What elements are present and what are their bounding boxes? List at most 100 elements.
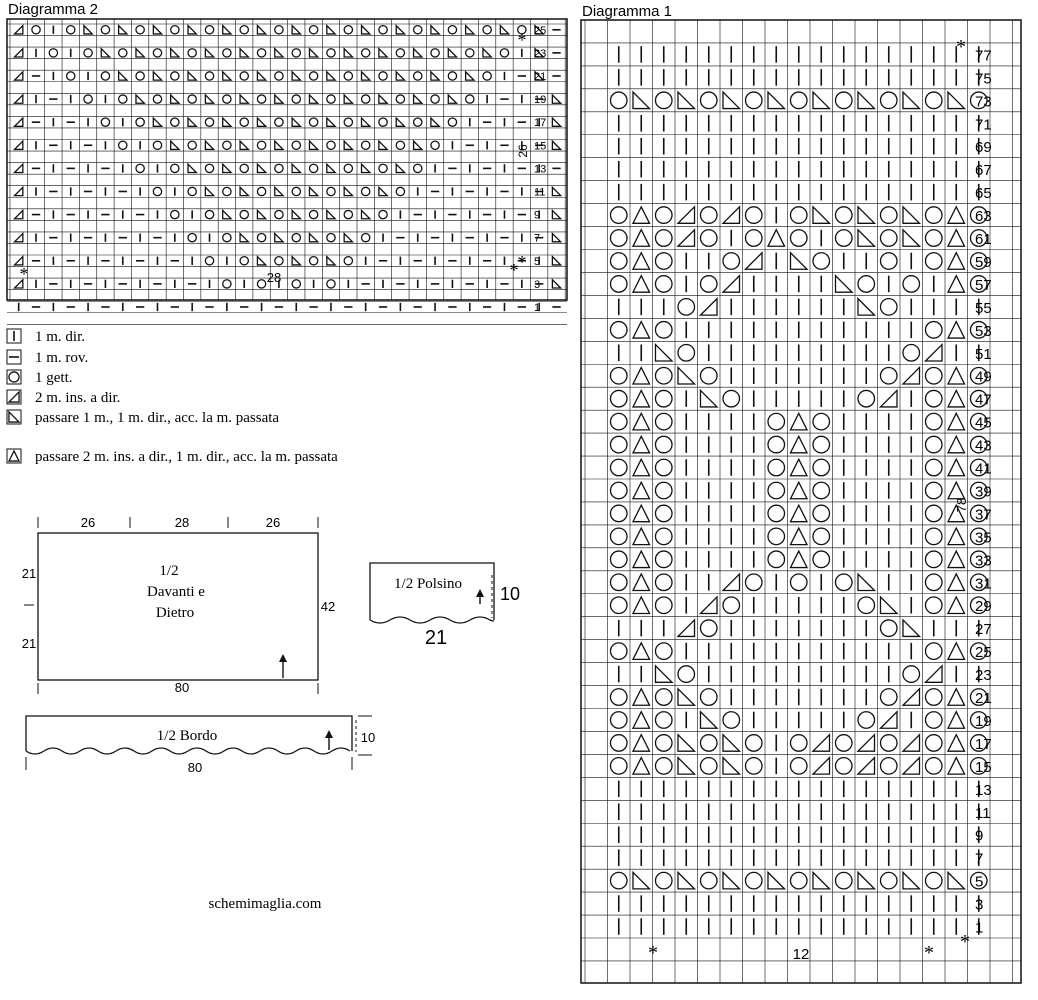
yarn-over-icon	[744, 206, 763, 224]
yarn-over-icon	[677, 665, 696, 683]
diagram-1-row-numbers: 7775737169676563615957555351494745434139…	[975, 47, 992, 936]
skp-icon	[722, 756, 742, 775]
sk2p-icon	[946, 733, 966, 752]
yarn-over-icon	[135, 71, 145, 81]
skp-icon	[857, 90, 877, 110]
skp-icon	[812, 90, 832, 110]
yarn-over-icon	[609, 389, 628, 408]
k2tog-icon	[12, 70, 24, 81]
yarn-over-icon	[879, 252, 898, 270]
yarn-over-icon	[924, 550, 943, 569]
sk2p-icon	[631, 388, 651, 408]
yarn-over-icon	[969, 527, 988, 546]
yarn-over-icon	[609, 229, 628, 247]
yarn-over-icon	[789, 206, 808, 224]
row-number: 77	[975, 47, 992, 64]
yarn-over-icon	[969, 389, 988, 408]
skp-icon	[360, 162, 372, 174]
skp-icon	[378, 47, 389, 58]
yarn-over-icon	[857, 389, 876, 408]
yarn-over-icon	[378, 163, 388, 174]
dim-label: 42	[321, 599, 335, 614]
k2tog-icon	[12, 278, 24, 289]
skp-icon	[256, 255, 268, 266]
skp-icon	[291, 24, 303, 35]
skp-icon	[551, 116, 563, 127]
skp-icon	[464, 70, 476, 81]
diagram-1-title: Diagramma 1	[582, 3, 672, 20]
skp-icon	[464, 24, 476, 35]
row-number: 41	[975, 461, 992, 478]
yarn-over-icon	[924, 206, 943, 224]
dim-label: 28	[175, 515, 189, 530]
yarn-over-icon	[767, 481, 786, 500]
row-number: 13	[534, 163, 546, 175]
skp-icon	[430, 24, 441, 35]
yarn-over-icon	[699, 688, 718, 706]
row-number: 3	[975, 897, 983, 914]
row-number: 9	[975, 828, 983, 845]
skp-icon	[170, 47, 181, 58]
star-marker-icon: *	[20, 264, 29, 284]
skp-icon	[326, 116, 337, 127]
k2tog-icon	[721, 572, 741, 592]
skp-icon	[378, 93, 389, 104]
sk2p-icon	[946, 274, 966, 293]
yarn-over-icon	[395, 186, 406, 197]
skp-icon	[812, 870, 832, 890]
yarn-over-icon	[100, 71, 111, 81]
dim-label: 80	[175, 680, 189, 695]
yarn-over-icon	[135, 163, 145, 174]
skp-icon	[100, 47, 112, 58]
yarn-over-icon	[654, 206, 673, 224]
yarn-over-icon	[654, 275, 673, 293]
skp-icon	[343, 231, 355, 243]
sk2p-icon	[631, 411, 651, 431]
yarn-over-icon	[969, 412, 988, 431]
row-number: 25	[534, 25, 546, 37]
yarn-over-icon	[326, 140, 336, 151]
k2tog-icon	[811, 756, 831, 775]
yarn-over-icon	[924, 435, 943, 454]
border-width: 80	[188, 760, 202, 775]
border-label: 1/2 Bordo	[157, 728, 217, 744]
yarn-over-icon	[117, 140, 128, 151]
skp-icon	[722, 90, 742, 110]
yarn-over-icon	[744, 871, 763, 890]
skp-icon	[430, 116, 441, 127]
yarn-over-icon	[326, 94, 336, 104]
yarn-over-icon	[924, 596, 943, 615]
row-number: 9	[534, 210, 540, 222]
yarn-over-icon	[834, 206, 853, 224]
yarn-over-icon	[969, 320, 988, 339]
row-number: 39	[975, 483, 992, 500]
row-number: 59	[975, 254, 992, 271]
skp-icon	[326, 162, 337, 174]
yarn-over-icon	[902, 665, 921, 683]
yarn-over-icon	[654, 229, 673, 247]
sk2p-icon	[631, 274, 651, 293]
yarn-over-icon	[447, 117, 458, 127]
k2tog-icon	[12, 231, 24, 243]
wavy-edge	[25, 747, 351, 755]
yarn-over-icon	[447, 71, 458, 81]
sk2p-icon	[946, 228, 966, 247]
skp-icon	[360, 24, 372, 35]
panel-outline	[37, 532, 319, 681]
star-marker-icon: *	[518, 252, 527, 272]
yarn-over-icon	[654, 320, 673, 339]
legend-item: 1 m. dir.	[6, 328, 85, 345]
yarn-over-icon	[924, 320, 943, 339]
k2tog-icon	[721, 274, 741, 293]
yarn-over-icon	[609, 252, 628, 270]
yarn-over-icon	[789, 734, 808, 752]
yarn-over-icon	[343, 163, 354, 174]
legend-label: 1 m. dir.	[35, 329, 85, 345]
yarn-over-icon	[834, 573, 853, 592]
arrow-up-icon	[325, 730, 333, 750]
skp-icon	[534, 24, 545, 35]
yarn-over-icon	[969, 642, 988, 661]
yarn-over-icon	[924, 642, 943, 661]
yarn-over-icon	[969, 756, 988, 775]
yarn-over-icon	[447, 24, 458, 35]
